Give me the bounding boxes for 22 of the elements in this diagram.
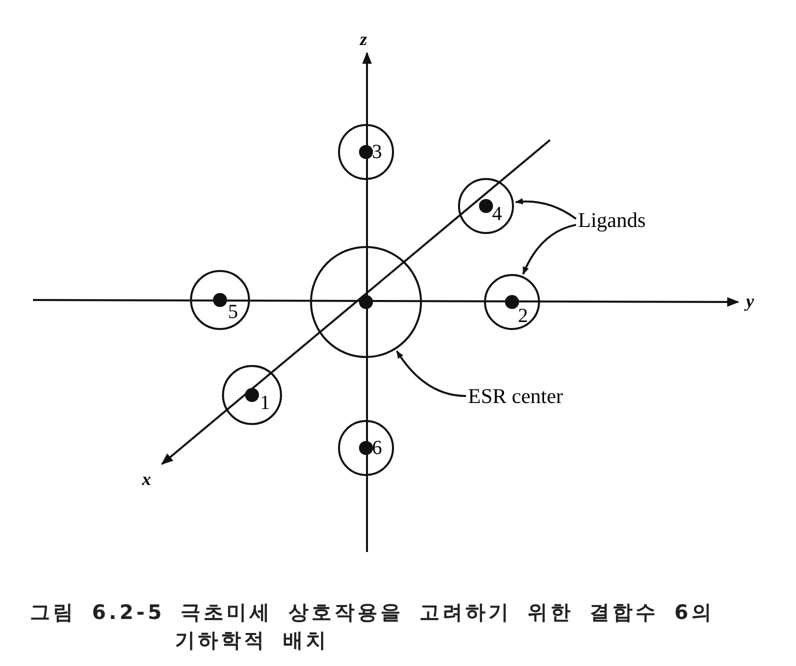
ligand-circle (458, 178, 514, 234)
center-circle (310, 246, 422, 358)
figure-caption: 그림 6.2-5 극초미세 상호작용을 고려하기 위한 결합수 6의 기하학적 배치 (30, 599, 716, 654)
ligand-circle (222, 365, 282, 425)
axis-label: z (360, 30, 368, 48)
ligand-circle (338, 420, 394, 476)
axis-label: y (746, 292, 754, 310)
leader-arrow (396, 350, 466, 397)
callout-text: Ligands (578, 208, 646, 232)
leader-arrow (522, 224, 576, 275)
ligand-number: 1 (260, 393, 270, 413)
ligand-number: 2 (518, 306, 528, 326)
ligand-circle (484, 274, 540, 330)
ligand-number: 4 (492, 204, 502, 224)
ligand-number: 6 (372, 438, 382, 458)
axis-label: x (142, 470, 151, 488)
ligand-circle (338, 124, 394, 180)
ligand-circle (190, 270, 250, 330)
ligand-number: 5 (228, 302, 238, 322)
callout-text: ESR center (468, 384, 564, 408)
ligand-number: 3 (372, 142, 382, 162)
leader-arrow (514, 198, 577, 220)
